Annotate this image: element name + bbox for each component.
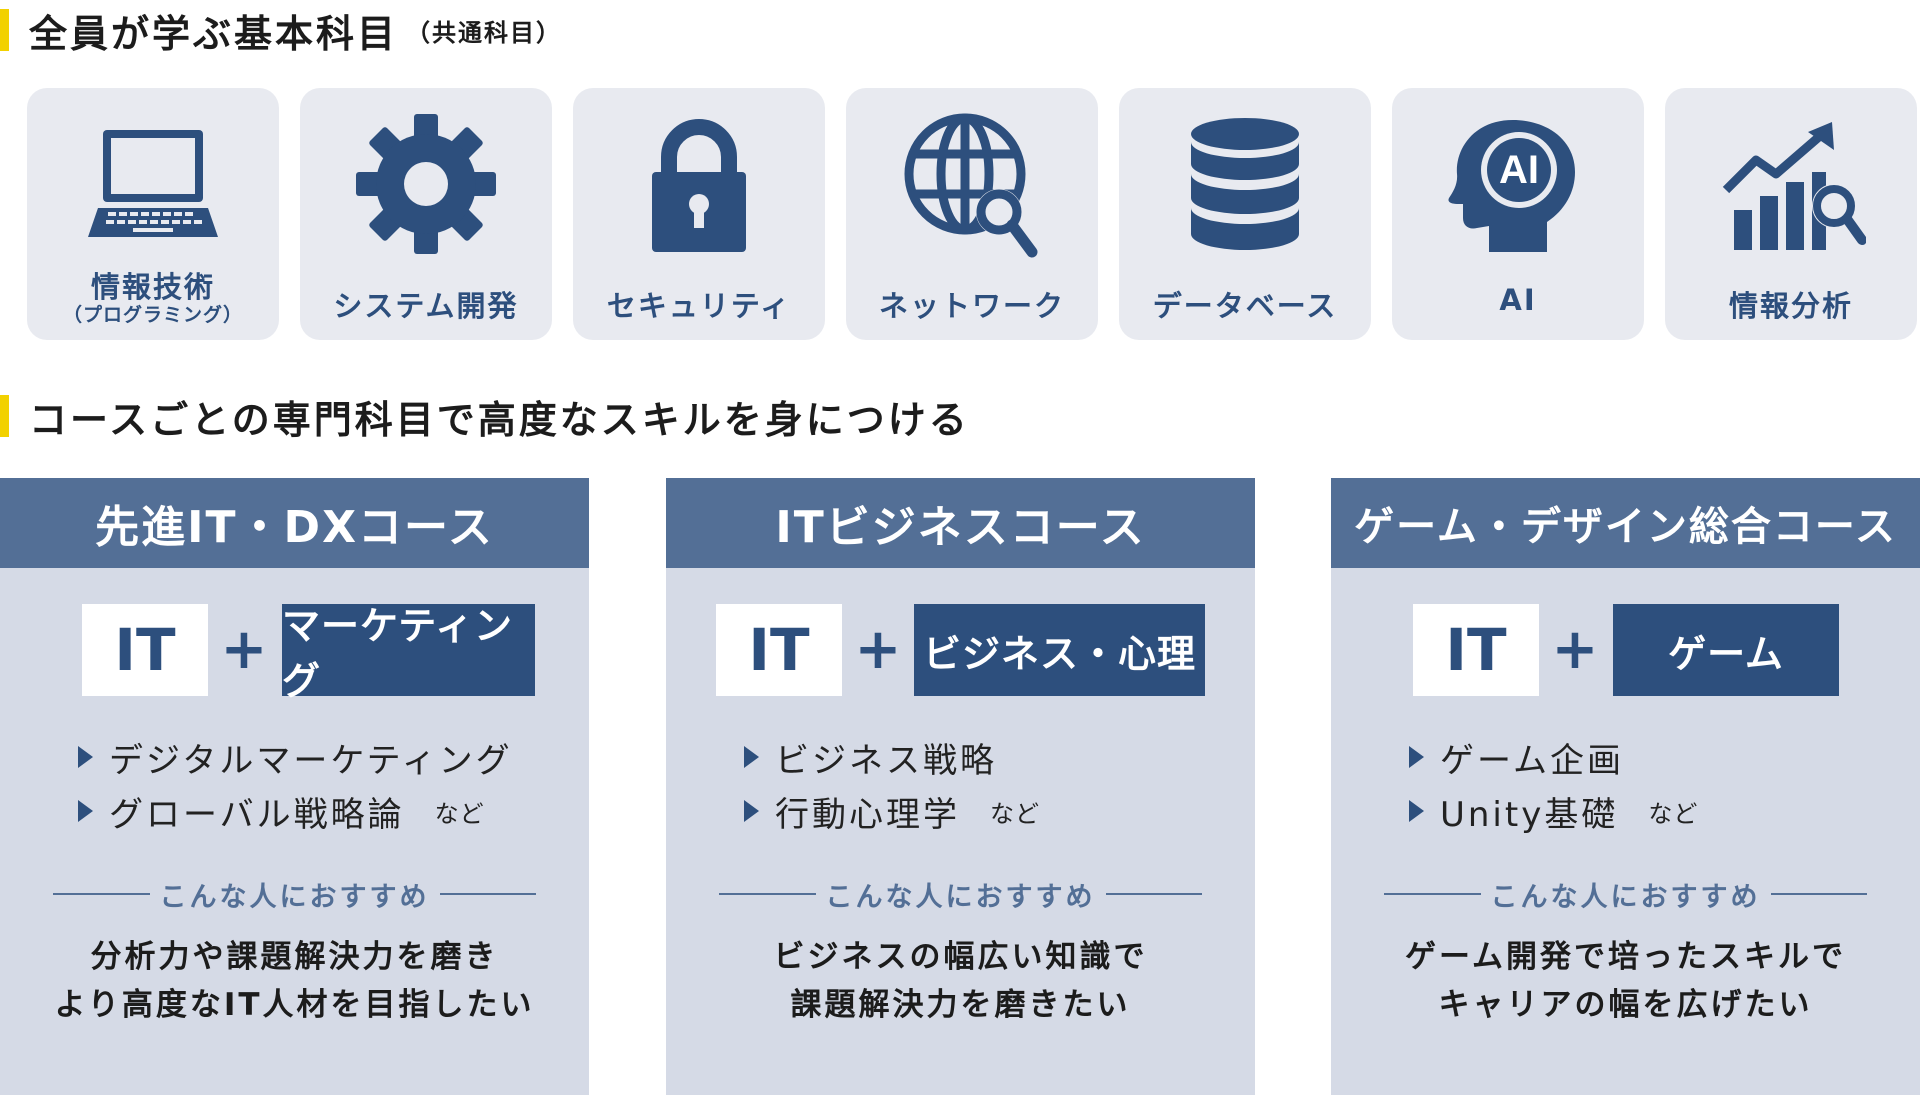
common-subject-list: 情報技術 （プログラミング） システム開発: [27, 88, 1920, 340]
recommend-label: こんな人におすすめ: [825, 881, 1096, 913]
course-formula: IT + ビジネス・心理: [666, 604, 1255, 696]
specialized-heading: コースごとの専門科目で高度なスキルを身につける: [0, 386, 970, 446]
specialty-box: ビジネス・心理: [914, 604, 1205, 696]
ai-icon-text: AI: [1499, 148, 1539, 192]
recommend-line: ビジネスの幅広い知識で: [773, 939, 1148, 975]
list-item: 行動心理学 など: [744, 784, 1040, 838]
common-title: 全員が学ぶ基本科目: [29, 11, 399, 56]
course-title: ゲーム・デザイン総合コース: [1331, 478, 1920, 568]
course-formula: IT + マーケティング: [0, 604, 589, 703]
laptop-icon: [78, 112, 228, 262]
recommend-line: 分析力や課題解決力を磨き: [90, 939, 499, 975]
course-title: ITビジネスコース: [666, 478, 1255, 568]
list-item: グローバル戦略論など: [78, 784, 513, 838]
triangle-bullet-icon: [744, 800, 759, 822]
etc-label: など: [1648, 799, 1699, 828]
recommend-line: 課題解決力を磨きたい: [790, 987, 1131, 1023]
triangle-bullet-icon: [1409, 746, 1424, 768]
subject-label-analysis: 情報分析: [1728, 289, 1853, 323]
ai-head-icon: AI: [1443, 112, 1593, 262]
heading-accent-bar: [0, 395, 9, 437]
list-item: ゲーム企画: [1409, 730, 1698, 784]
course-card-game: ゲーム・デザイン総合コース IT + ゲーム ゲーム企画 Unity基礎など こ…: [1331, 478, 1920, 1095]
subject-tile-system-dev: システム開発: [300, 88, 552, 340]
recommend-text: ゲーム開発で培ったスキルで キャリアの幅を広げたい: [1331, 933, 1920, 1029]
divider-line: [439, 893, 536, 895]
subject-tile-it: 情報技術 （プログラミング）: [27, 88, 279, 340]
subject-tile-network: ネットワーク: [846, 88, 1098, 340]
subject-label-system-dev: システム開発: [333, 289, 519, 323]
course-subject-list: ビジネス戦略 行動心理学 など: [744, 730, 1040, 838]
subject-tile-analysis: 情報分析: [1665, 88, 1917, 340]
subject-tile-security: セキュリティ: [573, 88, 825, 340]
database-icon: [1170, 112, 1320, 262]
recommend-label: こんな人におすすめ: [159, 881, 430, 913]
recommend-divider: こんな人におすすめ: [719, 876, 1202, 913]
recommend-divider: こんな人におすすめ: [53, 876, 536, 913]
it-box: IT: [1413, 604, 1539, 696]
recommend-divider: こんな人におすすめ: [1384, 876, 1867, 913]
list-item: デジタルマーケティング: [78, 730, 513, 784]
recommend-text: ビジネスの幅広い知識で 課題解決力を磨きたい: [666, 933, 1255, 1029]
course-list: 先進IT・DXコース IT + マーケティング デジタルマーケティング グローバ…: [0, 478, 1920, 1095]
item-text: ゲーム企画: [1440, 740, 1624, 781]
course-subject-list: デジタルマーケティング グローバル戦略論など: [78, 730, 513, 838]
list-item: Unity基礎など: [1409, 784, 1698, 838]
item-text: Unity基礎: [1440, 794, 1619, 835]
plus-sign: +: [854, 616, 902, 682]
triangle-bullet-icon: [744, 746, 759, 768]
it-box: IT: [716, 604, 842, 696]
triangle-bullet-icon: [78, 800, 93, 822]
item-text: ビジネス戦略: [775, 740, 997, 781]
subject-label-ai: AI: [1499, 283, 1537, 317]
triangle-bullet-icon: [1409, 800, 1424, 822]
recommend-line: ゲーム開発で培ったスキルで: [1404, 939, 1847, 975]
plus-sign: +: [220, 616, 268, 682]
subject-sublabel-it: （プログラミング）: [62, 304, 243, 326]
item-text: 行動心理学: [775, 794, 960, 835]
divider-line: [719, 893, 816, 895]
list-item: ビジネス戦略: [744, 730, 1040, 784]
course-title: 先進IT・DXコース: [0, 478, 589, 568]
specialized-title: コースごとの専門科目で高度なスキルを身につける: [29, 397, 970, 442]
common-subtitle: （共通科目）: [406, 18, 563, 47]
recommend-text: 分析力や課題解決力を磨き より高度なIT人材を目指したい: [0, 933, 589, 1029]
subject-label-database: データベース: [1152, 289, 1338, 323]
divider-line: [1770, 893, 1867, 895]
divider-line: [53, 893, 150, 895]
subject-tile-ai: AI AI: [1392, 88, 1644, 340]
triangle-bullet-icon: [78, 746, 93, 768]
subject-label-security: セキュリティ: [606, 289, 792, 323]
divider-line: [1384, 893, 1481, 895]
divider-line: [1105, 893, 1202, 895]
course-card-business: ITビジネスコース IT + ビジネス・心理 ビジネス戦略 行動心理学 など こん…: [666, 478, 1255, 1095]
etc-label: など: [434, 799, 485, 828]
gear-icon: [351, 112, 501, 262]
item-text: グローバル戦略論: [109, 794, 405, 835]
recommend-label: こんな人におすすめ: [1490, 881, 1761, 913]
course-card-dx: 先進IT・DXコース IT + マーケティング デジタルマーケティング グローバ…: [0, 478, 589, 1095]
recommend-line: より高度なIT人材を目指したい: [54, 987, 535, 1023]
course-formula: IT + ゲーム: [1331, 604, 1920, 696]
lock-icon: [624, 112, 774, 262]
common-subjects-heading: 全員が学ぶ基本科目 （共通科目）: [0, 0, 562, 60]
course-subject-list: ゲーム企画 Unity基礎など: [1409, 730, 1698, 838]
recommend-line: キャリアの幅を広げたい: [1438, 987, 1813, 1023]
subject-tile-database: データベース: [1119, 88, 1371, 340]
specialty-box: マーケティング: [282, 604, 535, 703]
heading-accent-bar: [0, 9, 9, 51]
analytics-chart-icon: [1716, 112, 1866, 262]
subject-label-network: ネットワーク: [878, 289, 1065, 323]
plus-sign: +: [1551, 616, 1599, 682]
etc-label: など: [990, 799, 1040, 828]
it-box: IT: [82, 604, 208, 696]
specialty-box: ゲーム: [1613, 604, 1839, 696]
globe-search-icon: [897, 112, 1047, 262]
item-text: デジタルマーケティング: [109, 740, 513, 781]
subject-label-it: 情報技術: [90, 270, 215, 304]
